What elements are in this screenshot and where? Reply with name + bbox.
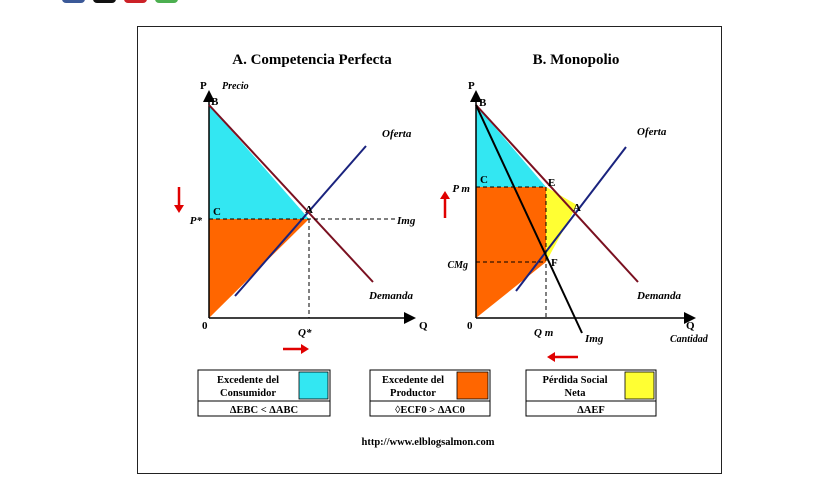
panel-b-qty-label: Q m	[534, 327, 554, 339]
panel-b: B. Monopolio P B C E A F P m CMg Oferta …	[440, 52, 709, 362]
legend-consumer-line2: Consumidor	[220, 388, 276, 399]
panel-a-y-axis-label: P	[200, 80, 207, 92]
panel-a-y-axis-sublabel: Precio	[222, 81, 249, 92]
panel-a-x-axis-label: Q	[419, 320, 428, 332]
share-bar	[62, 0, 178, 3]
panel-a-supply-line	[234, 145, 367, 297]
panel-b-qty-left-arrow	[547, 352, 578, 362]
pinterest-share-button[interactable]	[124, 0, 147, 3]
panel-b-point-c: C	[480, 174, 488, 186]
panel-b-point-b: B	[479, 97, 487, 109]
panel-b-point-e: E	[548, 177, 555, 189]
panel-b-marginal-revenue-line	[475, 104, 583, 334]
panel-b-point-f: F	[551, 257, 558, 269]
legend-deadweight-loss: Pérdida Social Neta ΔAEF	[525, 369, 657, 417]
panel-a-qty-right-arrow	[283, 344, 309, 354]
legend-consumer-surplus: Excedente del Consumidor ΔEBC < ΔABC	[197, 369, 331, 417]
whatsapp-share-button[interactable]	[155, 0, 178, 3]
panel-b-title: B. Monopolio	[533, 52, 620, 68]
legend-dwl-line2: Neta	[565, 388, 587, 399]
legend-swatch-cyan	[298, 371, 329, 400]
panel-b-price-up-arrow	[440, 191, 450, 218]
panel-a-title: A. Competencia Perfecta	[232, 52, 392, 68]
panel-b-x-axis-sublabel: Cantidad	[670, 334, 709, 345]
panel-b-demand-line	[475, 104, 639, 283]
panel-a-demand-label: Demanda	[368, 290, 414, 302]
panel-a-price-down-arrow	[174, 187, 184, 213]
panel-b-supply-label: Oferta	[637, 126, 667, 138]
panel-b-cmg-label: CMg	[447, 260, 468, 271]
legend-swatch-yellow	[624, 371, 655, 400]
panel-b-y-axis-label: P	[468, 80, 475, 92]
legend-producer-surplus: Excedente del Productor ◊ECF0 > ΔAC0	[369, 369, 491, 417]
panel-a-price-label: P*	[190, 215, 203, 227]
panel-b-img-label: Img	[584, 333, 604, 345]
legend-producer-line1: Excedente del	[382, 375, 444, 386]
producer-surplus-area-b	[476, 187, 546, 318]
panel-b-point-a: A	[573, 202, 581, 214]
panel-a-origin: 0	[202, 320, 208, 332]
panel-b-price-label: P m	[452, 183, 470, 195]
panel-a-point-a: A	[305, 204, 313, 216]
panel-a-point-c: C	[213, 206, 221, 218]
legend-producer-line2: Productor	[390, 388, 436, 399]
x-share-button[interactable]	[93, 0, 116, 3]
source-url: http://www.elblogsalmon.com	[361, 437, 494, 448]
legend-producer-formula: ◊ECF0 > ΔAC0	[395, 405, 465, 416]
panel-a-demand-line	[208, 104, 374, 283]
panel-b-demand-label: Demanda	[636, 290, 682, 302]
panel-a: A. Competencia Perfecta P Precio B C A P…	[174, 52, 428, 354]
panel-a-img-label: Img	[396, 215, 416, 227]
panel-a-point-b: B	[211, 96, 219, 108]
consumer-surplus-area	[209, 105, 309, 219]
facebook-share-button[interactable]	[62, 0, 85, 3]
panel-b-supply-line	[515, 146, 627, 292]
legend-swatch-orange	[456, 371, 489, 400]
legend-dwl-formula: ΔAEF	[577, 405, 605, 416]
panel-a-supply-label: Oferta	[382, 128, 412, 140]
legend-dwl-line1: Pérdida Social	[542, 375, 607, 386]
legend-consumer-line1: Excedente del	[217, 375, 279, 386]
panel-b-x-axis-label: Q	[686, 320, 695, 332]
panel-a-qty-label: Q*	[298, 327, 312, 339]
legend-consumer-formula: ΔEBC < ΔABC	[230, 405, 298, 416]
panel-b-origin: 0	[467, 320, 473, 332]
